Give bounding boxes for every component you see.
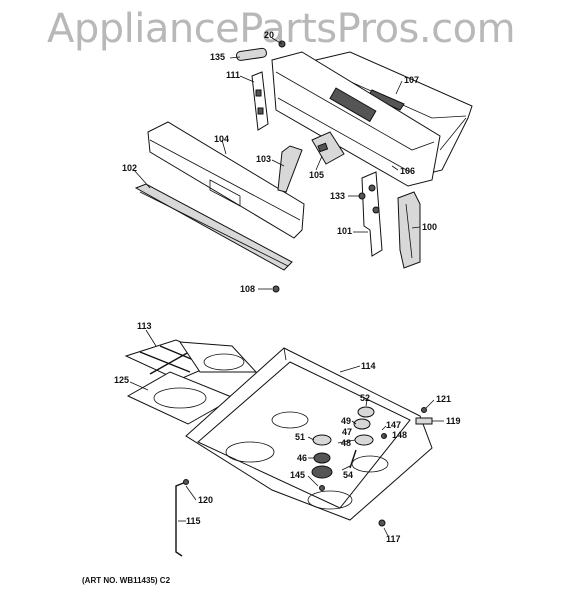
- part-145-screw: [319, 485, 325, 491]
- callout-47: 47: [342, 427, 353, 437]
- part-102-trim-strip: [134, 183, 293, 271]
- callout-52: 52: [360, 393, 371, 403]
- callout-106: 106: [400, 166, 416, 176]
- callout-147: 147: [386, 420, 402, 430]
- callout-107: 107: [404, 75, 420, 85]
- part-46-burner-head: [313, 452, 331, 464]
- callout-117: 117: [386, 534, 401, 544]
- part-111-end-bracket: [251, 71, 269, 131]
- callout-135: 135: [210, 52, 226, 62]
- art-number: (ART NO. WB11435) C2: [82, 576, 171, 585]
- callout-105: 105: [309, 170, 325, 180]
- callout-46: 46: [297, 453, 308, 463]
- part-115-rod: [175, 479, 189, 557]
- callout-125: 125: [114, 375, 130, 385]
- callout-115: 115: [186, 516, 201, 526]
- part-burner-base: [311, 465, 333, 479]
- callout-51: 51: [295, 432, 306, 442]
- part-105-control-board: [311, 131, 345, 165]
- callout-121: 121: [436, 394, 452, 404]
- callout-101: 101: [337, 226, 353, 236]
- part-117-foot: [378, 519, 386, 527]
- part-49-burner-cap: [353, 418, 371, 430]
- callout-49: 49: [341, 416, 352, 426]
- part-108-screw: [272, 285, 280, 293]
- part-121-screw: [421, 407, 427, 413]
- callout-48: 48: [341, 438, 352, 448]
- part-48-burner-head: [354, 434, 374, 446]
- part-114-cooktop: [185, 347, 433, 521]
- callout-114: 114: [361, 361, 376, 371]
- callout-100: 100: [422, 222, 438, 232]
- callout-113: 113: [137, 321, 152, 331]
- part-52-burner-cap: [357, 406, 375, 418]
- callout-102: 102: [122, 163, 138, 173]
- part-113-burner-grate: [124, 339, 258, 381]
- part-103-support-bracket: [277, 145, 303, 193]
- callout-119: 119: [446, 416, 461, 426]
- callout-145: 145: [290, 470, 306, 480]
- callout-20: 20: [264, 30, 275, 40]
- part-51-burner-cap: [312, 434, 332, 446]
- leader-lines: [129, 37, 444, 537]
- part-101-side-bracket: [361, 171, 383, 257]
- part-119-bracket: [415, 417, 433, 425]
- burner-heads: [311, 406, 375, 479]
- part-104-front-panel: [147, 121, 305, 239]
- part-54-electrode: [349, 449, 357, 469]
- part-100-end-cap: [397, 191, 421, 269]
- callout-54: 54: [343, 470, 354, 480]
- callout-108: 108: [240, 284, 256, 294]
- callout-111: 111: [226, 70, 241, 80]
- callout-104: 104: [214, 134, 230, 144]
- callout-103: 103: [256, 154, 272, 164]
- callout-120: 120: [198, 495, 214, 505]
- callout-148: 148: [392, 430, 408, 440]
- callout-133: 133: [330, 191, 346, 201]
- part-106-control-panel: [271, 51, 441, 187]
- part-135-bracket-clip: [236, 40, 286, 61]
